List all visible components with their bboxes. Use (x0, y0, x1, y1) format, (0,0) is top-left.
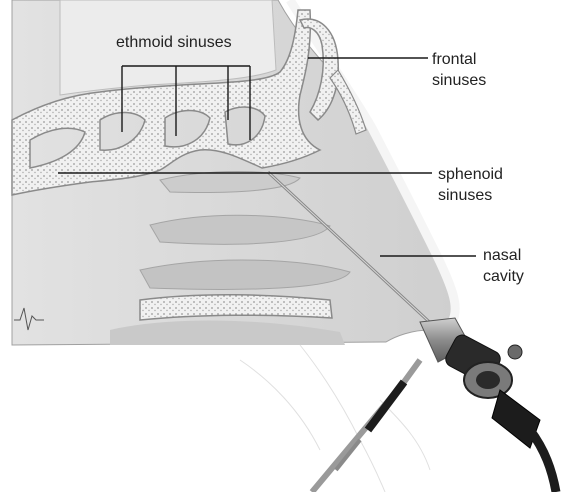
adjust-knob (508, 345, 522, 359)
light-cable (530, 430, 556, 492)
nasal-cavity-label-line2: cavity (483, 266, 524, 287)
lower-outline-sketch (240, 345, 430, 492)
frontal-sinuses-label-line1: frontal (432, 49, 476, 70)
frontal-sinuses-label-line2: sinuses (432, 70, 486, 91)
nasal-cavity-label-line1: nasal (483, 245, 521, 266)
sphenoid-sinuses-label-line2: sinuses (438, 185, 492, 206)
ethmoid-sinuses-label: ethmoid sinuses (116, 32, 232, 53)
sphenoid-sinuses-label-line1: sphenoid (438, 164, 503, 185)
